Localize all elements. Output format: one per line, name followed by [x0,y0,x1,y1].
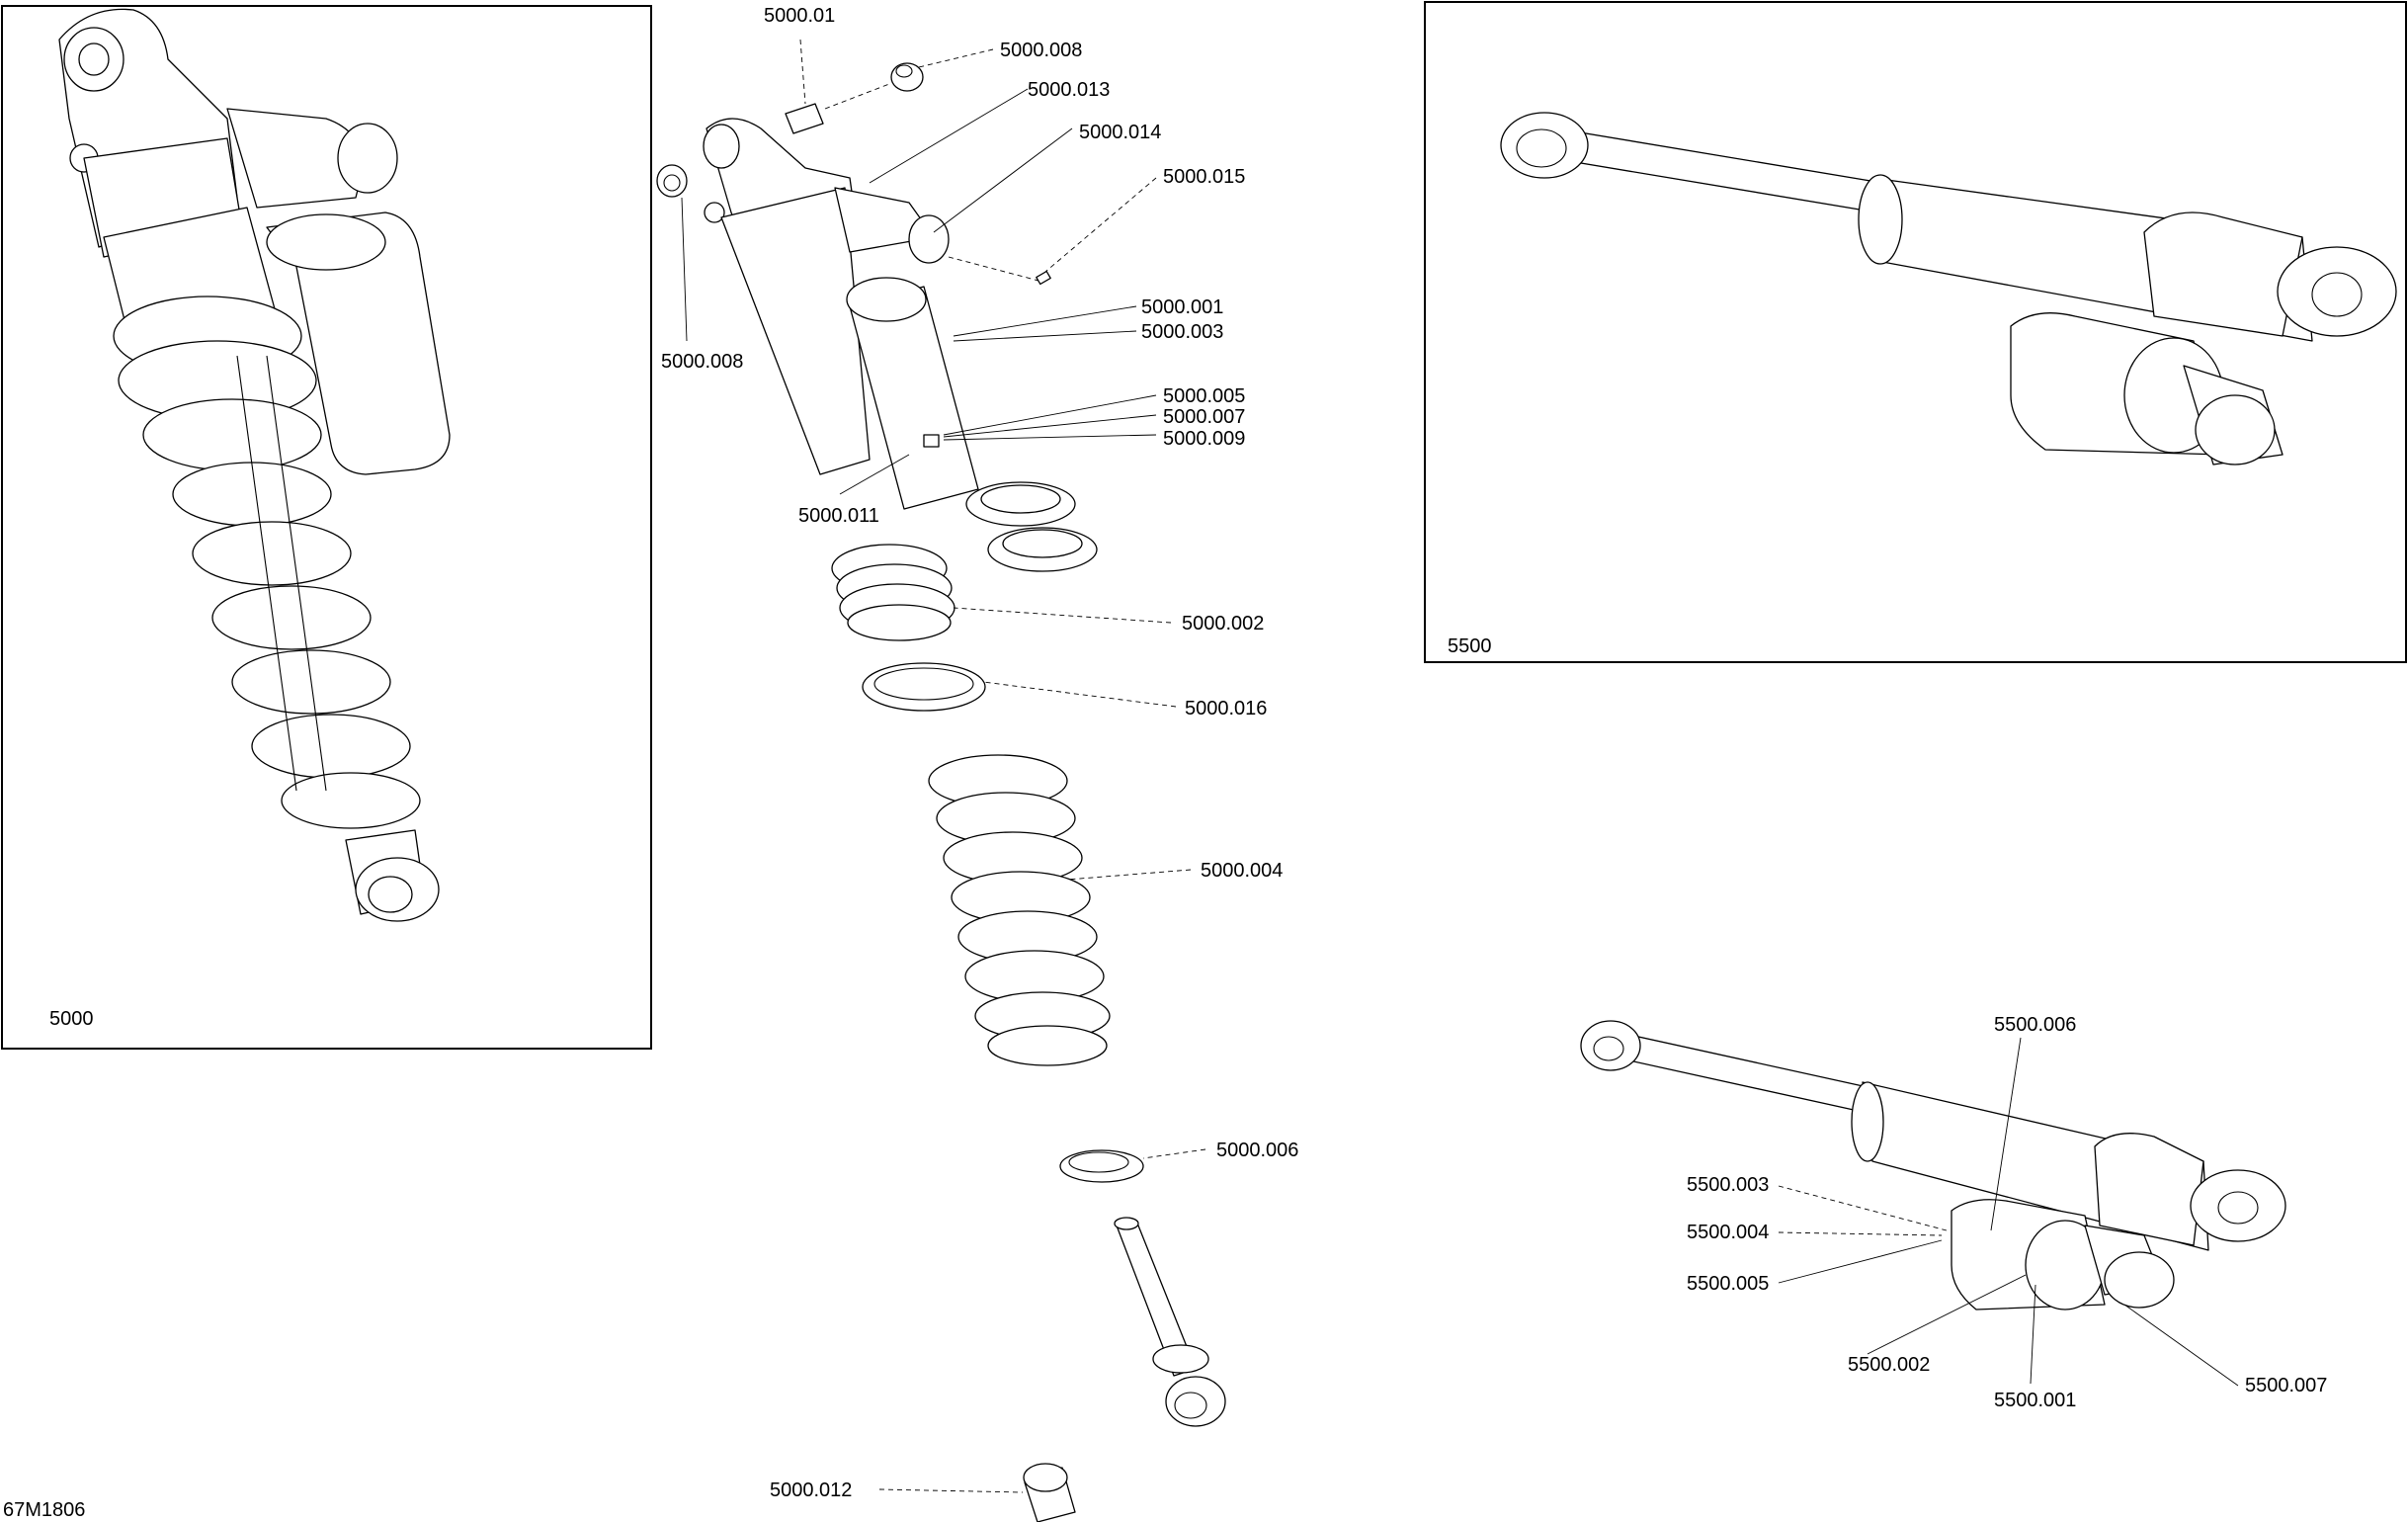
callout: 5500.003 [1687,1174,1769,1196]
callout: 5000.01 [764,5,835,27]
callout: 5000.014 [1079,122,1161,143]
assembly-5000-frame [1,5,652,1050]
callout: 5500.007 [2245,1375,2327,1396]
callout: 5000.007 [1163,406,1245,428]
callout: 5000.003 [1141,321,1223,343]
callout: 5000.008 [661,351,743,373]
callouts-5500: 5500.006 5500.003 5500.004 5500.005 5500… [1687,1014,2327,1411]
callout: 5500.006 [1994,1014,2076,1036]
callout: 5000.002 [1182,613,1264,634]
shock-assembly-5000-illustration [58,8,451,922]
callout: 5000.005 [1163,385,1245,407]
callout: 5500.005 [1687,1273,1769,1295]
exploded-view-5000 [656,62,1226,1522]
view-label-5500: 5500 [1448,635,1492,657]
leader-lines-5500 [1778,1037,2239,1387]
leader-lines-5000 [681,39,1206,1493]
damper-5500-illustration [1500,112,2397,465]
callout: 5000.011 [798,505,879,527]
callout: 5000.012 [770,1480,852,1501]
view-label-5000: 5000 [49,1008,94,1030]
assembly-5500-frame [1424,1,2407,663]
callout: 5000.016 [1185,698,1267,719]
callout: 5500.004 [1687,1222,1769,1243]
callouts-5000: 5000.01 5000.008 5000.013 5000.014 5000.… [661,5,1298,1501]
drawing-id: 67M1806 [3,1499,85,1521]
callout: 5000.013 [1028,79,1110,101]
callout: 5000.015 [1163,166,1245,188]
callout: 5000.004 [1201,860,1283,882]
damper-5500-detail-illustration [1580,1020,2286,1311]
callout: 5500.001 [1994,1390,2076,1411]
callout: 5500.002 [1848,1354,1930,1376]
callout: 5000.006 [1216,1140,1298,1161]
callout: 5000.001 [1141,296,1223,318]
callout: 5000.008 [1000,40,1082,61]
callout: 5000.009 [1163,428,1245,450]
